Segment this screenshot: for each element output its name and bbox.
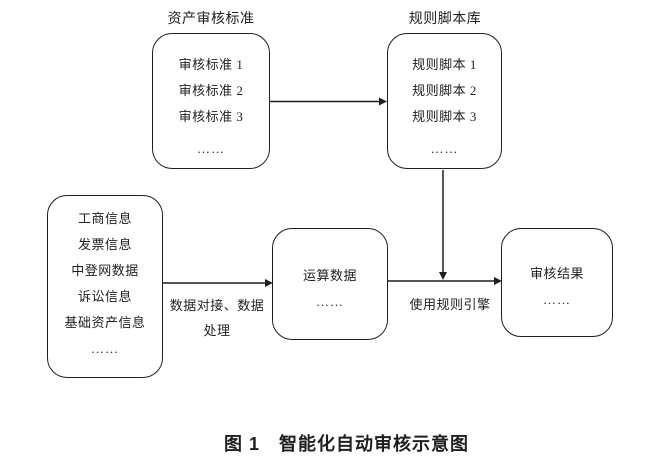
figure-caption: 图 1 智能化自动审核示意图 (223, 434, 469, 454)
result-box: 审核结果 …… (501, 228, 613, 337)
data-processing-label: 数据对接、数据 处理 (161, 293, 273, 343)
arrow-computed-to-result (388, 277, 502, 285)
result-item: 审核结果 (529, 266, 584, 281)
computed-box: 运算数据 …… (272, 228, 388, 340)
arrowhead-right (494, 277, 502, 285)
sources-item: 中登网数据 (71, 263, 139, 278)
scripts-box: 规则脚本 1 规则脚本 2 规则脚本 3 …… (387, 33, 502, 169)
ellipsis-item: …… (316, 294, 344, 309)
scripts-item: 规则脚本 2 (412, 83, 477, 98)
arrow-scripts-to-engine (439, 170, 447, 280)
sources-item: 发票信息 (77, 237, 132, 252)
arrow-sources-to-computed (163, 279, 273, 287)
standards-box-title: 资产审核标准 (167, 12, 255, 27)
scripts-item: 规则脚本 3 (412, 109, 477, 124)
sources-item: 基础资产信息 (64, 315, 146, 330)
arrowhead-right (379, 97, 387, 106)
ellipsis-item: …… (91, 341, 119, 356)
standards-box: 审核标准 1 审核标准 2 审核标准 3 …… (152, 33, 270, 169)
scripts-box-title: 规则脚本库 (408, 12, 482, 27)
rule-engine-label: 使用规则引擎 (409, 297, 491, 312)
ellipsis-item: …… (543, 292, 571, 307)
sources-item: 诉讼信息 (77, 289, 132, 304)
data-processing-label-line1: 数据对接、数据 (169, 298, 265, 313)
standards-item: 审核标准 1 (178, 57, 244, 72)
arrow-standards-to-scripts (270, 97, 387, 106)
arrowhead-down (439, 272, 447, 280)
sources-item: 工商信息 (77, 211, 132, 226)
ellipsis-item: …… (197, 141, 225, 156)
data-processing-label-line2: 处理 (203, 323, 231, 338)
arrowhead-right (265, 279, 273, 287)
sources-box: 工商信息 发票信息 中登网数据 诉讼信息 基础资产信息 …… (47, 195, 163, 378)
ellipsis-item: …… (430, 141, 459, 156)
standards-item: 审核标准 2 (178, 83, 244, 98)
scripts-item: 规则脚本 1 (412, 57, 477, 72)
standards-item: 审核标准 3 (178, 109, 244, 124)
computed-item: 运算数据 (302, 268, 357, 283)
